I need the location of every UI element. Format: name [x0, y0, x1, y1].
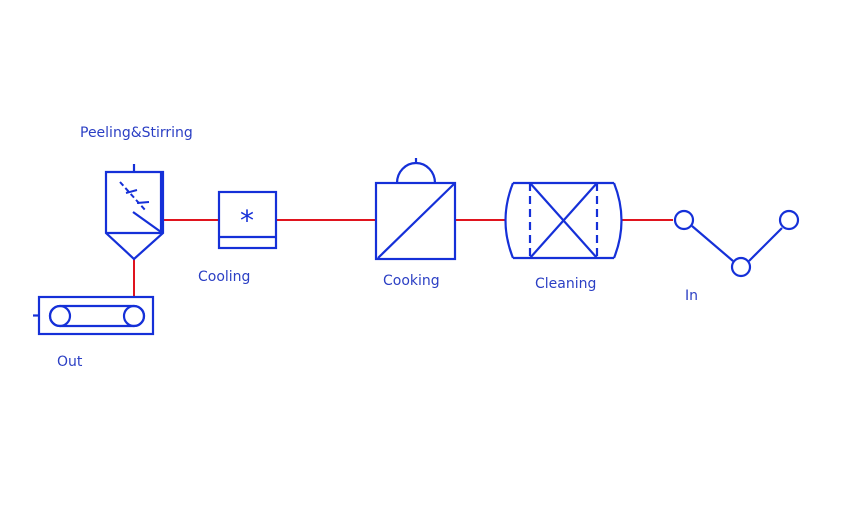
- label-out: Out: [57, 354, 83, 370]
- inlet-conveyor: [673, 209, 800, 278]
- inlet-roller-right: [778, 209, 800, 231]
- cleaning-unit: [504, 181, 623, 260]
- conveyor-roller-left: [48, 304, 72, 328]
- snowflake-icon: *: [240, 204, 254, 237]
- cooking-unit: [374, 158, 457, 261]
- label-peeling-stirring: Peeling&Stirring: [80, 125, 193, 141]
- label-in: In: [685, 288, 698, 304]
- stirrer-icon: [119, 181, 150, 212]
- pipes: [133, 219, 673, 296]
- label-cleaning: Cleaning: [535, 276, 596, 292]
- outlet-belt-conveyor: [33, 295, 155, 336]
- labels: Peeling&Stirring Cooling Cooking Cleanin…: [57, 125, 698, 370]
- peeling-stirring-vessel: [104, 164, 165, 261]
- cooling-unit: [217, 190, 278, 250]
- inlet-roller-mid: [730, 256, 752, 278]
- label-cooking: Cooking: [383, 273, 440, 289]
- label-cooling: Cooling: [198, 269, 250, 285]
- inlet-roller-left: [673, 209, 695, 231]
- conveyor-roller-right: [122, 304, 146, 328]
- dome-icon: [395, 161, 437, 184]
- equipment: [33, 158, 800, 336]
